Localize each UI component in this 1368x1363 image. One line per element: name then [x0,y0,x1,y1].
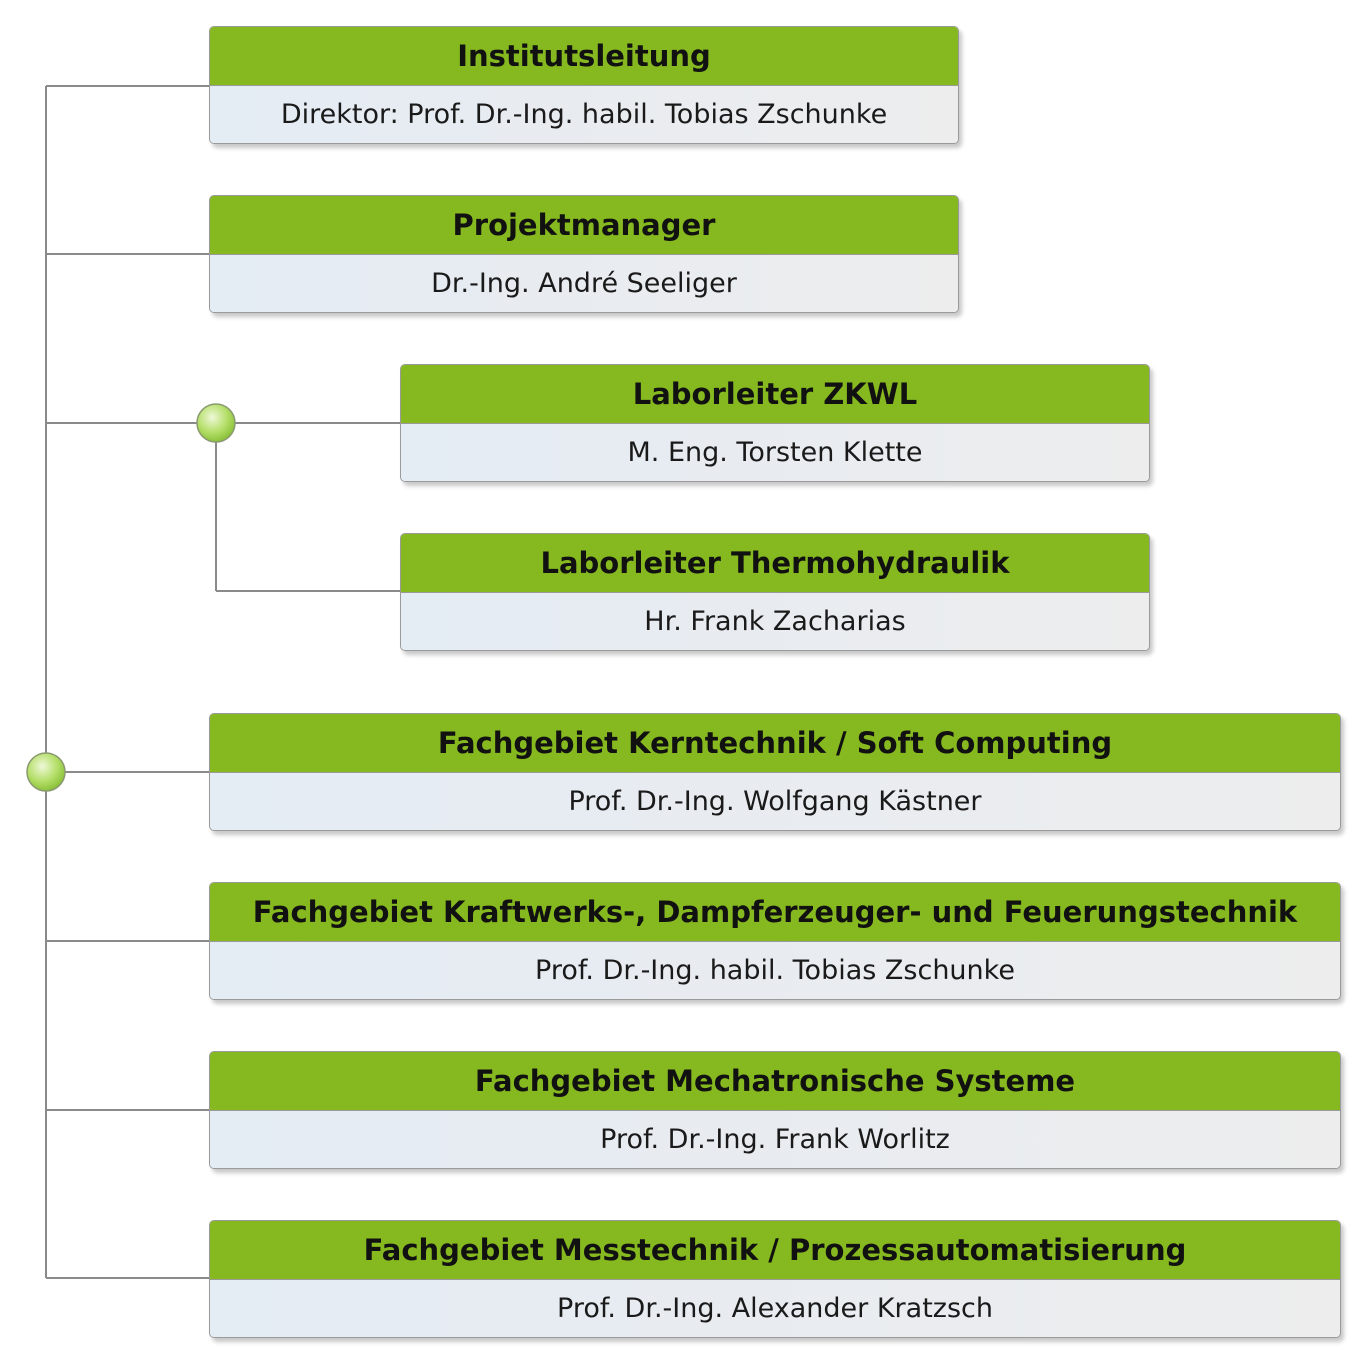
unit-box-messtechnik: Fachgebiet Messtechnik / Prozessautomati… [209,1220,1341,1338]
unit-title: Fachgebiet Kerntechnik / Soft Computing [210,714,1340,773]
unit-title: Laborleiter ZKWL [401,365,1149,424]
unit-box-laborleiter-zkwl: Laborleiter ZKWL M. Eng. Torsten Klette [400,364,1150,482]
unit-person: Prof. Dr.-Ing. Alexander Kratzsch [210,1280,1340,1337]
unit-title: Fachgebiet Mechatronische Systeme [210,1052,1340,1111]
unit-title: Projektmanager [210,196,958,255]
unit-person: Prof. Dr.-Ing. Frank Worlitz [210,1111,1340,1168]
unit-box-mechatronische-systeme: Fachgebiet Mechatronische Systeme Prof. … [209,1051,1341,1169]
unit-person: Prof. Dr.-Ing. Wolfgang Kästner [210,773,1340,830]
unit-title: Institutsleitung [210,27,958,86]
unit-box-kerntechnik: Fachgebiet Kerntechnik / Soft Computing … [209,713,1341,831]
junction-node [196,403,236,443]
unit-person: Hr. Frank Zacharias [401,593,1149,650]
unit-title: Laborleiter Thermohydraulik [401,534,1149,593]
unit-title: Fachgebiet Messtechnik / Prozessautomati… [210,1221,1340,1280]
unit-box-projektmanager: Projektmanager Dr.-Ing. André Seeliger [209,195,959,313]
unit-box-institutsleitung: Institutsleitung Direktor: Prof. Dr.-Ing… [209,26,959,144]
unit-person: M. Eng. Torsten Klette [401,424,1149,481]
unit-person: Direktor: Prof. Dr.-Ing. habil. Tobias Z… [210,86,958,143]
unit-box-kraftwerkstechnik: Fachgebiet Kraftwerks-, Dampferzeuger- u… [209,882,1341,1000]
unit-title: Fachgebiet Kraftwerks-, Dampferzeuger- u… [210,883,1340,942]
unit-person: Prof. Dr.-Ing. habil. Tobias Zschunke [210,942,1340,999]
unit-person: Dr.-Ing. André Seeliger [210,255,958,312]
junction-node [26,752,66,792]
unit-box-laborleiter-thermohydraulik: Laborleiter Thermohydraulik Hr. Frank Za… [400,533,1150,651]
